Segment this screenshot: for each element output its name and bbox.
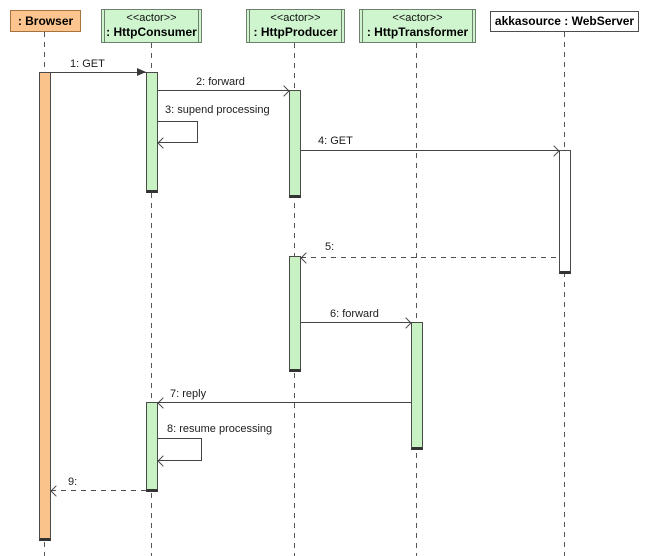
message-9-line [51,490,146,491]
lifeline-webserver [564,32,565,556]
message-6-arrowhead-icon [400,317,412,329]
box-double-edge-right [472,10,473,42]
box-double-edge-left [104,10,105,42]
box-double-edge-right [341,10,342,42]
activation-browser [39,72,51,541]
activation-httpproducer-2 [289,256,301,372]
message-6-label: 6: forward [330,308,379,320]
lifeline-httptransformer [416,43,417,556]
activation-webserver [559,150,571,274]
participant-name: : HttpTransformer [366,25,469,39]
message-8-self-loop [158,438,202,461]
message-1-line [51,72,146,73]
box-double-edge-right [198,10,199,42]
message-2-arrowhead-icon [278,85,290,97]
participant-box-httpconsumer: <<actor>> : HttpConsumer [101,9,202,43]
participant-name: : HttpConsumer [106,25,197,39]
message-4-line [301,150,559,151]
box-double-edge-left [249,10,250,42]
participant-stereotype: <<actor>> [270,12,321,24]
message-5-line [301,257,559,258]
message-4-arrowhead-icon [548,145,560,157]
participant-name: : Browser [17,13,74,28]
activation-httpconsumer-1 [146,72,158,193]
activation-httpproducer-1 [289,90,301,198]
participant-box-webserver: akkasource : WebServer [490,11,639,32]
lifeline-httpconsumer [151,43,152,556]
participant-stereotype: <<actor>> [126,12,177,24]
participant-stereotype: <<actor>> [392,12,443,24]
message-7-line [158,402,411,403]
message-5-arrowhead-icon [300,252,312,264]
activation-httptransformer [411,322,423,450]
message-6-line [301,322,411,323]
message-2-line [158,90,289,91]
participant-box-httpproducer: <<actor>> : HttpProducer [246,9,345,43]
message-2-label: 2: forward [196,76,245,88]
message-5-label: 5: [325,241,335,253]
message-3-label: 3: supend processing [165,104,270,116]
participant-box-httptransformer: <<actor>> : HttpTransformer [359,9,476,43]
message-1-label: 1: GET [70,58,105,70]
participant-box-browser: : Browser [10,10,81,32]
message-9-arrowhead-icon [50,485,62,497]
message-7-arrowhead-icon [157,397,169,409]
activation-httpconsumer-2 [146,402,158,492]
message-3-self-loop [158,121,198,143]
message-7-label: 7: reply [170,388,207,400]
message-1-arrowhead-icon [137,68,146,76]
message-8-label: 8: resume processing [167,423,273,435]
message-4-label: 4: GET [318,135,353,147]
participant-name: : HttpProducer [253,25,338,39]
participant-name: akkasource : WebServer [494,14,635,28]
box-double-edge-left [362,10,363,42]
message-9-label: 9: [68,476,78,488]
